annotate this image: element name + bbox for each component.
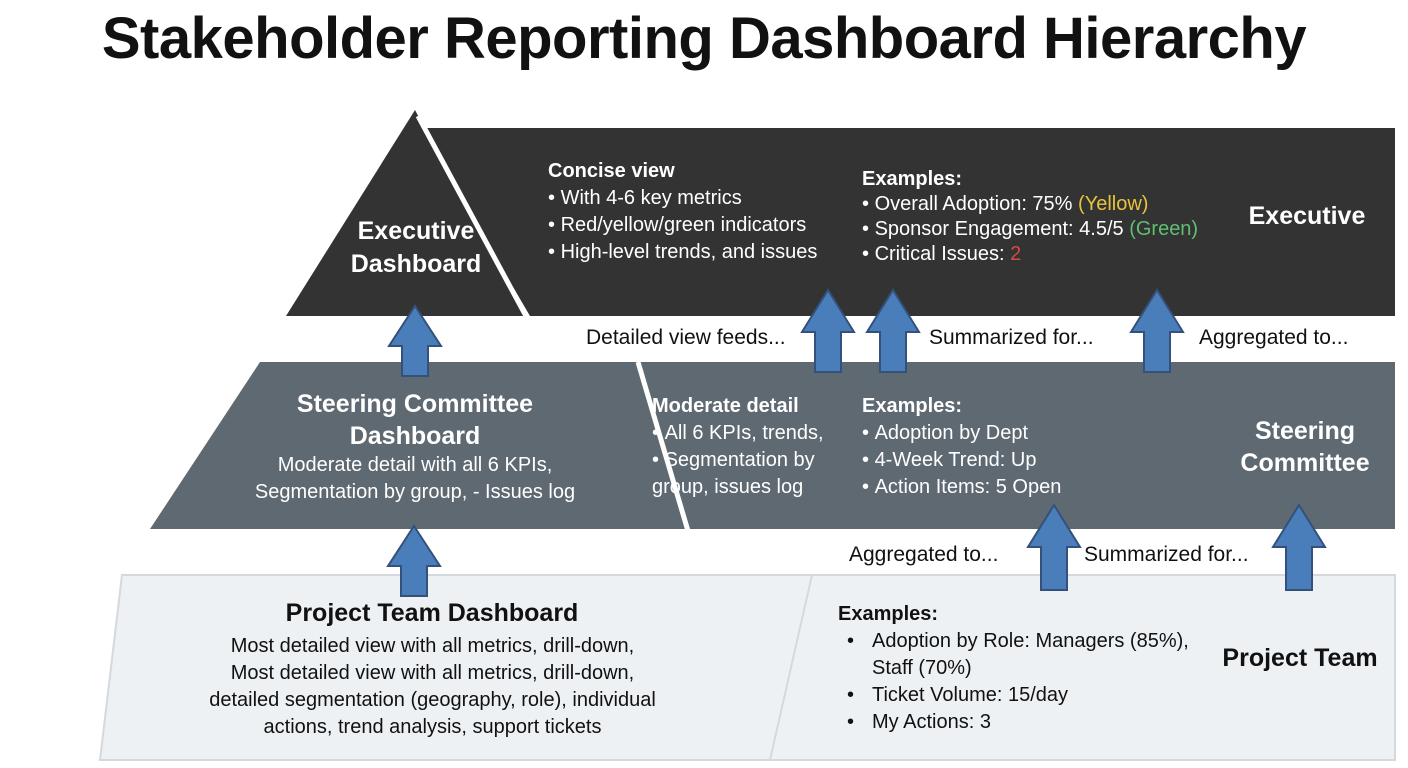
steering-band (150, 362, 1395, 529)
connector-label-summarized-for-2: Summarized for... (1084, 543, 1249, 566)
team-examples-block: Examples: Adoption by Role: Managers (85… (838, 601, 1210, 736)
arrow-team-to-steering-mid (1026, 503, 1082, 591)
executive-example-3-text: Critical Issues: (874, 243, 1011, 265)
team-examples-heading: Examples: (838, 603, 939, 625)
executive-detail-bullet-2: • Red/yellow/green indicators (548, 214, 807, 236)
executive-audience-label-line-1: Executive (1248, 202, 1366, 230)
steering-example-2-text: 4-Week Trend: Up (874, 449, 1037, 471)
arrow-steering-to-executive-left (387, 304, 443, 377)
executive-detail-bullet-3-text: High-level trends, and issues (560, 241, 818, 263)
executive-shape-label-line-1: Executive (357, 217, 475, 245)
executive-example-3-tag: 2 (1010, 243, 1022, 265)
steering-audience-label: Steering Committee (1215, 415, 1395, 479)
executive-detail-bullet-1-text: With 4-6 key metrics (560, 187, 742, 209)
steering-shape-label-line-1: Steering Committee (296, 390, 534, 418)
executive-detail-block: Concise view • With 4-6 key metrics • Re… (548, 158, 848, 266)
connector-label-summarized-for-1: Summarized for... (929, 326, 1094, 349)
executive-example-3: • Critical Issues: 2 (862, 243, 1022, 265)
team-example-3: My Actions: 3 (838, 709, 1210, 736)
team-shape-subtext-line-3: detailed segmentation (geography, role),… (209, 689, 656, 711)
connector-arrows (386, 288, 1327, 597)
connector-label-aggregated-to-2: Aggregated to... (849, 543, 999, 566)
steering-audience-label-line-1: Steering (1254, 417, 1356, 445)
arrow-steering-to-executive-mid1 (800, 288, 856, 373)
steering-shape-subtext: Moderate detail with all 6 KPIs, Segment… (200, 452, 630, 506)
executive-example-2: • Sponsor Engagement: 4.5/5 (Green) (862, 218, 1199, 240)
executive-detail-bullet-2-text: Red/yellow/green indicators (560, 214, 807, 236)
steering-example-3-text: Action Items: 5 Open (874, 476, 1062, 498)
team-example-2: Ticket Volume: 15/day (838, 682, 1210, 709)
steering-shape-label-line-2: Dashboard (349, 422, 481, 450)
arrow-steering-to-executive-right (1129, 288, 1185, 373)
steering-shape-subtext-line-1: Moderate detail with all 6 KPIs, (277, 454, 553, 476)
executive-audience-label: Executive (1222, 200, 1392, 232)
executive-divider-1 (415, 114, 530, 320)
executive-triangle (286, 110, 524, 316)
executive-shape-label-line-2: Dashboard (350, 250, 482, 278)
steering-examples-block: Examples: • Adoption by Dept • 4-Week Tr… (862, 393, 1152, 501)
connector-label-detailed-view-feeds: Detailed view feeds... (586, 326, 786, 349)
executive-example-2-text: Sponsor Engagement: 4.5/5 (874, 218, 1130, 240)
executive-examples-block: Examples: • Overall Adoption: 75% (Yello… (862, 167, 1222, 267)
executive-example-1-text: Overall Adoption: 75% (874, 193, 1079, 215)
steering-example-2: • 4-Week Trend: Up (862, 449, 1037, 471)
steering-shape-subtext-line-2: Segmentation by group, - Issues log (254, 481, 576, 503)
team-example-1: Adoption by Role: Managers (85%), Staff … (838, 628, 1210, 682)
steering-example-1: • Adoption by Dept (862, 422, 1028, 444)
steering-detail-block: Moderate detail • All 6 KPIs, trends, • … (652, 393, 852, 501)
page-title: Stakeholder Reporting Dashboard Hierarch… (101, 6, 1307, 71)
executive-example-2-tag: (Green) (1129, 218, 1199, 240)
team-shape-subtext: Most detailed view with all metrics, dri… (140, 633, 725, 741)
executive-detail-heading: Concise view (548, 160, 675, 182)
executive-detail-bullet-3: • High-level trends, and issues (548, 241, 818, 263)
steering-detail-heading: Moderate detail (652, 395, 799, 417)
arrow-team-to-steering-left (386, 524, 442, 597)
executive-shape-label: Executive Dashboard (300, 215, 532, 281)
steering-shape-label: Steering Committee Dashboard (215, 388, 615, 452)
steering-detail-bullet-1: • All 6 KPIs, trends, (652, 422, 824, 444)
team-examples-list: Adoption by Role: Managers (85%), Staff … (838, 628, 1210, 736)
executive-example-1: • Overall Adoption: 75% (Yellow) (862, 193, 1149, 215)
steering-detail-bullet-1-text: All 6 KPIs, trends, (664, 422, 824, 444)
steering-example-1-text: Adoption by Dept (874, 422, 1028, 444)
executive-band (420, 128, 1395, 316)
steering-detail-bullet-2: • Segmentation by group, issues log (652, 449, 821, 498)
executive-examples-heading: Examples: (862, 168, 963, 190)
steering-example-3: • Action Items: 5 Open (862, 476, 1062, 498)
steering-detail-bullet-2-text: Segmentation by group, issues log (652, 449, 821, 498)
team-audience-label: Project Team (1205, 642, 1395, 674)
executive-detail-bullet-1: • With 4-6 key metrics (548, 187, 742, 209)
steering-examples-heading: Examples: (862, 395, 963, 417)
arrow-team-to-steering-right (1271, 503, 1327, 591)
executive-example-1-tag: (Yellow) (1078, 193, 1149, 215)
team-shape-label: Project Team Dashboard (285, 599, 579, 627)
team-shape-subtext-line-1: Most detailed view with all metrics, dri… (230, 635, 635, 657)
connector-label-aggregated-to-1: Aggregated to... (1199, 326, 1349, 349)
steering-divider (635, 361, 691, 532)
team-shape-subtext-line-4: actions, trend analysis, support tickets (263, 716, 602, 738)
team-shape-subtext-line-2: Most detailed view with all metrics, dri… (230, 662, 635, 684)
steering-audience-label-line-2: Committee (1240, 449, 1370, 477)
arrow-steering-to-executive-mid2 (865, 288, 921, 373)
team-audience-label-line-1: Project Team (1222, 644, 1378, 672)
team-divider (769, 574, 813, 761)
